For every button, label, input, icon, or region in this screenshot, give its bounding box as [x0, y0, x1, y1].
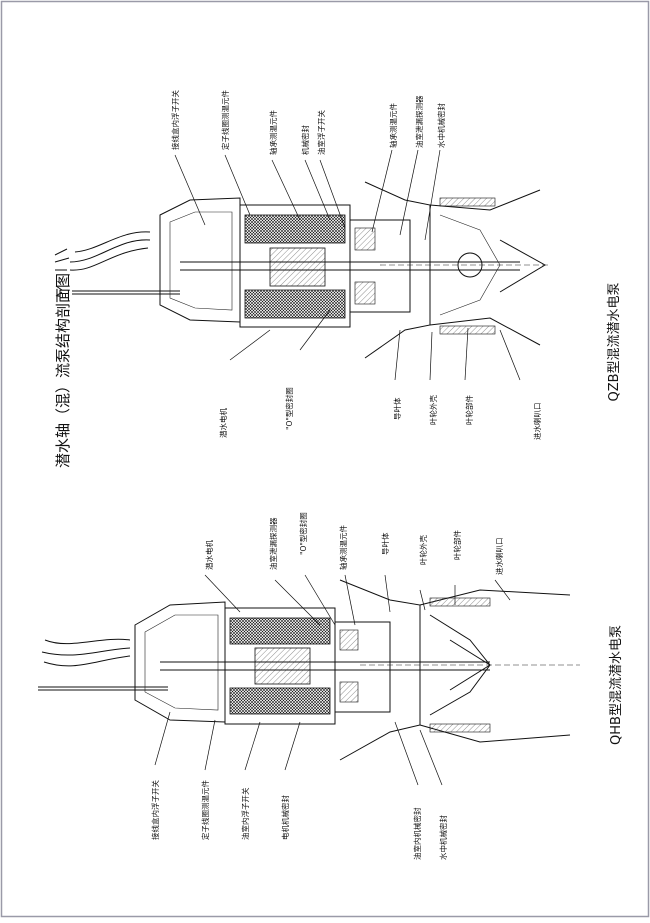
- bottom-pump-labels: 潜水电机 油室泄漏探测器 "O"型密封圈 轴承测温元件 导叶体 叶轮外壳 叶轮部…: [150, 512, 504, 860]
- top-label: 机械密封: [300, 125, 310, 155]
- top-label: 油室泄漏探测器: [414, 95, 424, 148]
- bottom-label: "O"型密封圈: [298, 512, 308, 555]
- cable-3: [44, 638, 131, 645]
- top-rotor: [269, 247, 326, 287]
- bottom-label: 轴承测温元件: [338, 525, 348, 570]
- top-seal-chamber: [349, 219, 411, 313]
- top-label: 轴承测温元件: [388, 103, 398, 148]
- bottom-label: 导叶体: [380, 532, 390, 555]
- top-label: 叶轮外壳: [428, 395, 438, 425]
- top-leader-lines: [174, 149, 521, 381]
- top-label: 轴承测温元件: [268, 110, 278, 155]
- bottom-label: 油室内机械密封: [412, 807, 422, 860]
- top-label: 水中机械密封: [436, 103, 446, 148]
- bottom-pump-caption: QHB型混流潜水电泵: [609, 625, 624, 745]
- top-label: 导叶体: [392, 397, 402, 420]
- top-label: 定子线圈测温元件: [220, 90, 230, 150]
- top-pump-labels: 接线盒内浮子开关 定子线圈测温元件 轴承测温元件 机械密封 油室浮子开关 轴承测…: [170, 90, 542, 440]
- bottom-pump-drawing: [38, 579, 580, 761]
- bottom-label: 定子线圈测温元件: [200, 780, 210, 840]
- sheet-title: 潜水轴（混）流泵结构剖面图: [54, 273, 72, 468]
- cable-1: [74, 231, 151, 253]
- top-label: 潜水电机: [218, 408, 228, 438]
- top-label: 油室浮子开关: [316, 110, 326, 155]
- top-pump-caption: QZB型混流潜水电泵: [607, 282, 622, 401]
- bottom-label: 叶轮部件: [452, 530, 462, 560]
- bottom-label: 接线盒内浮子开关: [150, 780, 160, 840]
- top-inlet-cone: [499, 239, 546, 293]
- bottom-label: 油室内浮子开关: [240, 787, 250, 840]
- bottom-label: 油室泄漏探测器: [268, 517, 278, 570]
- bottom-label: 水中机械密封: [438, 815, 448, 860]
- top-motor-cap: [159, 197, 241, 323]
- bottom-label: 电机机械密封: [280, 795, 290, 840]
- top-label: 接线盒内浮子开关: [170, 90, 180, 150]
- top-label: 叶轮部件: [464, 395, 474, 425]
- bottom-label: 进水喇叭口: [494, 538, 504, 576]
- bottom-label: 叶轮外壳: [418, 535, 428, 565]
- bottom-leader-lines: [154, 574, 511, 786]
- bottom-label: 潜水电机: [204, 540, 214, 570]
- top-label: 进水喇叭口: [532, 403, 542, 441]
- top-stator-lower: [244, 289, 346, 319]
- top-label: "O"型密封圈: [284, 387, 294, 430]
- top-pump-drawing: [54, 181, 550, 359]
- top-stator-upper: [244, 214, 346, 244]
